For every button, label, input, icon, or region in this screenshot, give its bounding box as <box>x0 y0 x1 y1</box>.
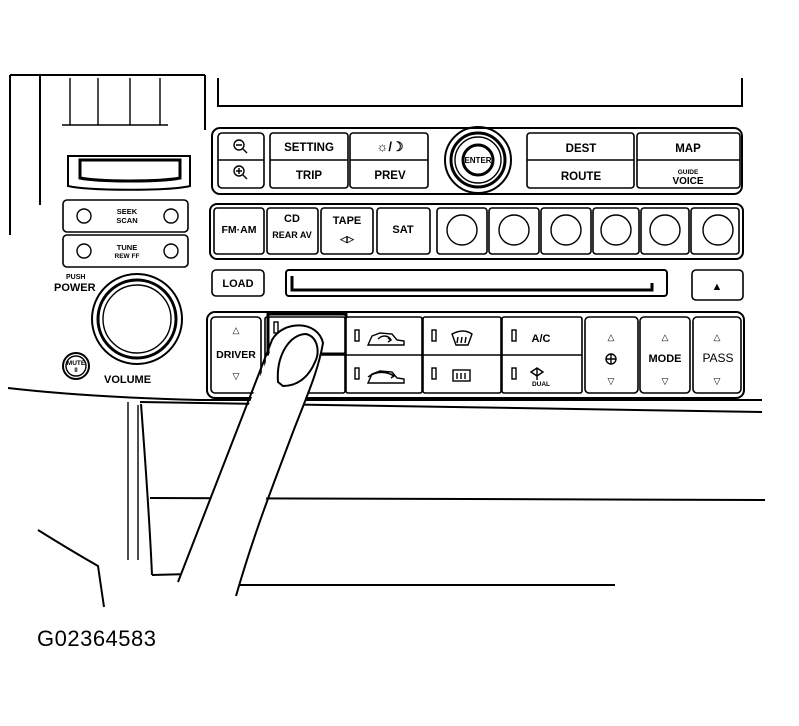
tape-direction-icon: ◁▷ <box>339 234 355 244</box>
fan-speed-rocker[interactable]: △ ▽ <box>584 316 639 394</box>
guide-voice-button[interactable]: GUIDE VOICE <box>672 169 703 187</box>
mode-up-icon: △ <box>662 332 669 342</box>
recirculate-button[interactable] <box>354 329 405 346</box>
seek-scan-rocker[interactable] <box>62 199 189 233</box>
rew-ff-label: REW FF <box>115 253 140 260</box>
nav-panel <box>211 127 743 195</box>
fm-am-label: FM·AM <box>222 224 257 236</box>
enter-joystick[interactable]: ENTER <box>444 126 512 194</box>
power-label: POWER <box>54 282 96 294</box>
driver-label: DRIVER <box>216 349 256 361</box>
mute-button[interactable]: MUTE II <box>62 352 90 380</box>
eject-icon: ▲ <box>712 281 723 293</box>
eject-button[interactable]: ▲ <box>691 269 744 301</box>
recirculate-air-icon <box>366 332 405 346</box>
driver-temp-rocker[interactable]: △ DRIVER ▽ <box>210 316 262 394</box>
rear-defrost-icon <box>452 369 471 382</box>
volume-label: VOLUME <box>104 374 151 386</box>
sat-label: SAT <box>392 224 413 236</box>
pass-up-icon: △ <box>714 332 721 342</box>
front-defrost-button[interactable] <box>431 329 473 346</box>
mute-label: MUTE <box>67 360 86 367</box>
cd-slot <box>285 269 668 297</box>
pass-temp-rocker[interactable]: △ PASS ▽ <box>692 316 742 394</box>
front-defrost-icon <box>451 330 473 346</box>
dual-button[interactable]: DUAL <box>511 367 550 388</box>
zoom-in-button[interactable]: zoom-in-icon <box>0 0 248 180</box>
cassette-slot <box>67 155 191 191</box>
dest-button[interactable]: DEST <box>566 143 597 155</box>
fm-am-button[interactable]: FM·AM <box>213 207 265 255</box>
cd-rear-av-button[interactable]: CD REAR AV <box>266 207 319 255</box>
enter-label: ENTER <box>464 156 491 165</box>
cd-label: CD <box>284 213 300 225</box>
ac-label: A/C <box>532 333 551 345</box>
zoom-out-button[interactable]: zoom-out-icon <box>0 0 248 154</box>
audio-source-panel <box>209 203 744 260</box>
guide-label: GUIDE <box>678 169 699 176</box>
setting-trip-buttons <box>269 132 429 189</box>
map-button[interactable]: MAP <box>675 143 701 155</box>
fresh-air-button[interactable] <box>354 367 405 384</box>
scan-label: SCAN <box>116 216 137 225</box>
fingernail <box>276 332 319 388</box>
pass-down-icon: ▽ <box>714 376 721 386</box>
driver-up-icon: △ <box>233 325 240 335</box>
mode-rocker[interactable]: △ MODE ▽ <box>639 316 691 394</box>
preset-button-2[interactable] <box>488 207 540 255</box>
mode-down-icon: ▽ <box>662 376 669 386</box>
climate-panel <box>206 311 745 399</box>
push-label: PUSH <box>66 274 85 281</box>
figure-id-caption: G02364583 <box>37 626 157 651</box>
tape-label: TAPE <box>333 215 362 227</box>
power-volume-knob[interactable] <box>91 273 183 365</box>
voice-label: VOICE <box>672 176 703 187</box>
rear-defrost-button[interactable] <box>431 367 471 382</box>
pass-label: PASS <box>702 351 733 365</box>
tune-label: TUNE <box>117 243 137 252</box>
tape-button[interactable]: TAPE ◁▷ <box>320 207 374 255</box>
setting-button[interactable]: SETTING <box>284 142 334 154</box>
rear-av-label: REAR AV <box>272 230 312 240</box>
trip-button[interactable]: TRIP <box>296 170 323 182</box>
preset-buttons <box>436 207 740 255</box>
load-label: LOAD <box>222 278 253 290</box>
dual-label: DUAL <box>532 381 550 388</box>
prev-button[interactable]: PREV <box>374 170 406 182</box>
driver-down-icon: ▽ <box>233 371 240 381</box>
tune-rocker[interactable] <box>62 234 189 268</box>
seek-label: SEEK <box>117 207 138 216</box>
mode-label: MODE <box>649 353 682 365</box>
dual-fan-icon <box>529 367 545 380</box>
fresh-air-icon <box>366 370 405 384</box>
preset-button-5[interactable] <box>640 207 690 255</box>
fan-down-icon: ▽ <box>608 376 615 386</box>
route-button[interactable]: ROUTE <box>561 171 602 183</box>
fan-up-icon: △ <box>608 332 615 342</box>
preset-button-3[interactable] <box>540 207 592 255</box>
preset-button-1[interactable] <box>436 207 488 255</box>
mute-sub-label: II <box>74 368 78 374</box>
lower-console-lines <box>7 387 766 608</box>
console-outline <box>9 74 743 235</box>
load-button[interactable]: LOAD <box>211 269 265 297</box>
pointing-finger <box>177 324 325 597</box>
dest-route-map-buttons <box>526 132 741 189</box>
brightness-button[interactable]: ☼/☽ <box>376 139 403 154</box>
sat-button[interactable]: SAT <box>376 207 431 255</box>
ac-button[interactable]: A/C <box>511 329 551 345</box>
